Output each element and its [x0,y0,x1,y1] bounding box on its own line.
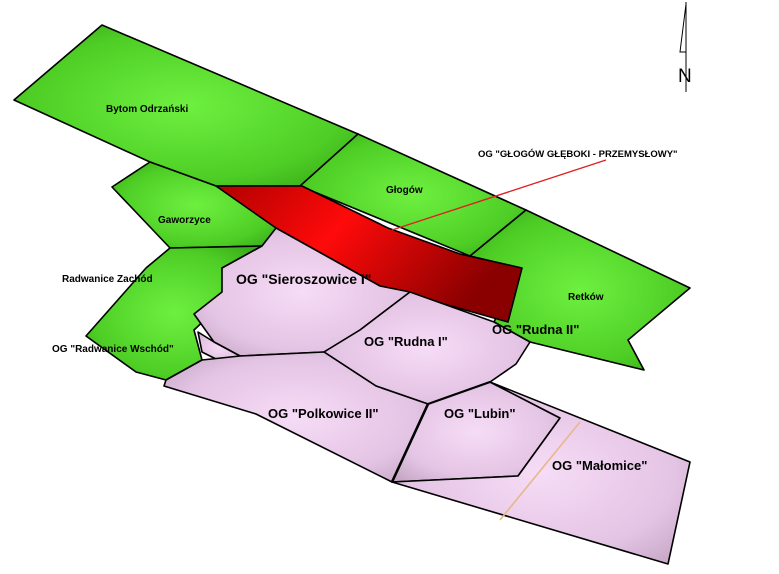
north-arrow: N [678,2,692,92]
label-glogow: Głogów [386,185,423,196]
label-radwanice-zachod: Radwanice Zachód [62,274,153,285]
label-og-polkowice: OG "Polkowice II" [268,406,379,421]
label-og-malomice: OG "Małomice" [552,458,647,473]
label-og-rudna-2: OG "Rudna II" [492,322,579,337]
region-og-polkowice[interactable] [163,351,429,483]
label-og-radwanice-wschod: OG "Radwanice Wschód" [52,344,174,355]
boundary-rudna-lubin [427,380,491,406]
label-og-lubin: OG "Lubin" [444,406,516,421]
callout-line [391,159,607,231]
north-letter: N [678,66,692,87]
label-og-rudna-1: OG "Rudna I" [364,334,448,349]
label-og-glogow-gleboki: OG "GŁOGÓW GŁĘBOKI - PRZEMYSŁOWY" [478,148,678,160]
label-gaworzyce: Gaworzyce [158,215,211,226]
boundary-line-malomice [499,421,581,521]
label-og-sieroszowice: OG "Sieroszowice I" [236,271,371,287]
boundary-polkowice-lubin [390,403,430,483]
label-retkow: Retków [568,292,604,303]
label-bytom-odrzanski: Bytom Odrzański [106,104,188,115]
